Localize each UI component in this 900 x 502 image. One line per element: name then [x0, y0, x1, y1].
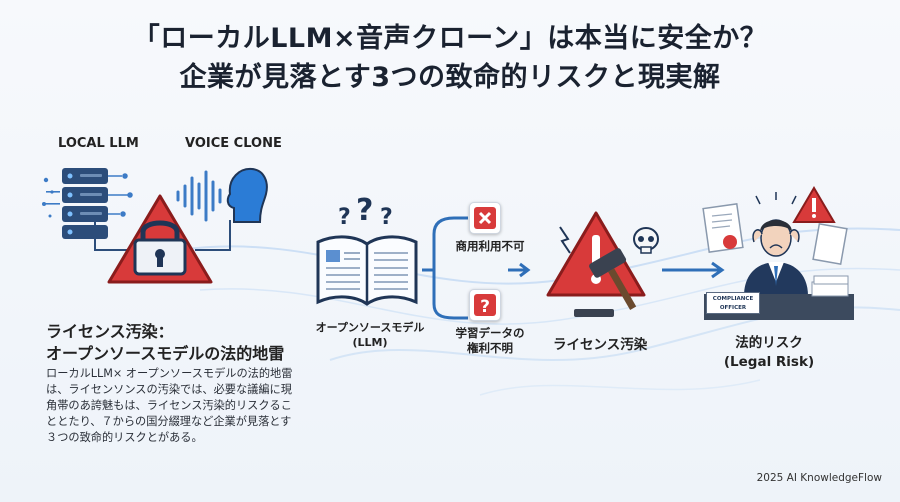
legal-risk-line-1: 法的リスク: [735, 335, 803, 351]
legal-risk-line-2: (Legal Risk): [723, 354, 815, 370]
footer-credit: 2025 AI KnowledgeFlow: [756, 472, 882, 484]
title-line-1: 「ローカルLLM×音声クローン」は本当に安全か？: [132, 23, 768, 54]
connector-lines: [94, 220, 231, 251]
compliance-officer-illustration: [702, 186, 854, 320]
contamination-label: ライセンス汚染: [553, 337, 648, 353]
book-label: オープンソースモデル (LLM): [300, 320, 440, 350]
local-llm-label: LOCAL LLM: [58, 136, 139, 151]
license-contamination-icon: [546, 211, 659, 317]
compliance-sign-line-2: OFFICER: [719, 305, 747, 311]
open-book-icon: ? ? ?: [316, 193, 418, 306]
branch-top-label: 商用利用不可: [455, 239, 525, 253]
branch-arrows: [422, 216, 531, 320]
svg-text:?: ?: [338, 205, 351, 230]
server-stack-icon: [42, 168, 133, 239]
voice-clone-label: VOICE CLONE: [185, 136, 282, 151]
compliance-sign: COMPLIANCE OFFICER: [706, 292, 760, 314]
compliance-sign-line-1: COMPLIANCE: [712, 296, 754, 302]
paragraph-line: は、ライセンソンスの汚染では、必要な議編に現: [46, 383, 292, 396]
book-label-line-2: (LLM): [352, 336, 388, 349]
unknown-icon: ?: [469, 289, 501, 321]
branch-bottom-label: 学習データの 権利不明: [440, 326, 540, 356]
paragraph-line: ローカルLLM× オープンソースモデルの法的地雷: [46, 367, 293, 380]
title-line-2: 企業が見落とす3つの致命的リスクと現実解: [179, 62, 721, 93]
arrow-right: [662, 261, 725, 279]
padlock-warning-icon: [107, 194, 213, 284]
legal-risk-label: 法的リスク (Legal Risk): [714, 334, 824, 372]
paragraph-line: 角帯のあ誇魅もは、ライセンス汚染的リスクるこ: [46, 399, 292, 412]
section-paragraph: ローカルLLM× オープンソースモデルの法的地雷 は、ライセンソンスの汚染では、…: [46, 366, 292, 446]
section-heading-line-1: ライセンス汚染：: [46, 322, 174, 341]
section-heading-line-2: オープンソースモデルの法的地雷: [46, 344, 285, 363]
svg-text:?: ?: [480, 297, 490, 317]
paragraph-line: ととたり、７からの国分綴理など企業が見落とす: [46, 415, 292, 428]
branch-bottom-line-2: 権利不明: [467, 341, 513, 355]
svg-text:?: ?: [356, 193, 373, 228]
svg-text:?: ?: [380, 205, 393, 230]
paragraph-line: ３つの致命的リスクとがある。: [46, 431, 203, 444]
prohibited-icon: [469, 202, 501, 234]
book-label-line-1: オープンソースモデル: [315, 321, 425, 334]
voice-head-icon: [176, 167, 268, 223]
branch-bottom-line-1: 学習データの: [455, 326, 525, 340]
